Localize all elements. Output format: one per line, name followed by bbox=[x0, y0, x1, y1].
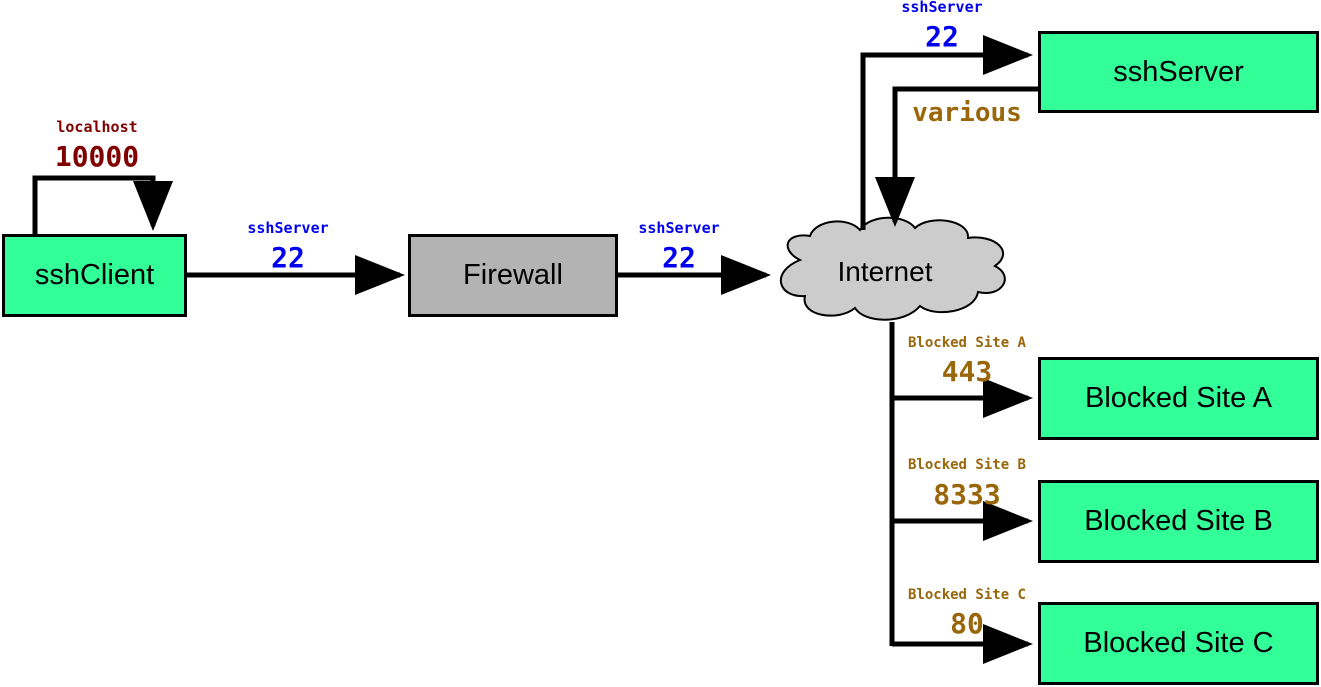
firewall-label: Firewall bbox=[463, 259, 563, 291]
ssh-server-label: sshServer bbox=[1113, 55, 1244, 88]
firewall-to-internet-host-label: sshServer bbox=[638, 219, 720, 237]
to-site-c-host-label: Blocked Site C bbox=[907, 587, 1026, 603]
blocked-site-c-label: Blocked Site C bbox=[1083, 627, 1274, 659]
firewall-node: Firewall bbox=[408, 234, 618, 317]
loopback-port-label: 10000 bbox=[54, 140, 140, 173]
internet-label: Internet bbox=[837, 256, 933, 287]
server-to-internet-port-label: various bbox=[912, 98, 1022, 128]
blocked-site-c-node: Blocked Site C bbox=[1038, 602, 1319, 685]
internet-to-server-connector bbox=[860, 35, 1033, 230]
internet-to-server-port-label: 22 bbox=[925, 20, 959, 53]
to-site-c-port-label: 80 bbox=[950, 607, 984, 640]
ssh-client-label: sshClient bbox=[34, 259, 155, 291]
client-to-firewall-host-label: sshServer bbox=[247, 219, 329, 237]
server-to-internet-connector bbox=[875, 86, 1038, 227]
internet-cloud bbox=[780, 216, 1006, 321]
ssh-client-node: sshClient bbox=[2, 234, 187, 317]
loopback-host-label: localhost bbox=[56, 118, 138, 136]
firewall-to-internet-port-label: 22 bbox=[662, 241, 696, 274]
internet-to-server-host-label: sshServer bbox=[901, 0, 983, 16]
to-site-a-host-label: Blocked Site A bbox=[907, 335, 1026, 351]
to-site-b-port-label: 8333 bbox=[933, 478, 1001, 511]
blocked-site-a-node: Blocked Site A bbox=[1038, 357, 1319, 440]
client-to-firewall-port-label: 22 bbox=[271, 241, 305, 274]
blocked-site-b-node: Blocked Site B bbox=[1038, 480, 1319, 563]
loopback-connector bbox=[32, 175, 173, 234]
blocked-site-b-label: Blocked Site B bbox=[1084, 505, 1273, 537]
ssh-server-node: sshServer bbox=[1038, 31, 1319, 113]
to-site-a-port-label: 443 bbox=[941, 355, 993, 388]
blocked-site-a-label: Blocked Site A bbox=[1085, 382, 1272, 414]
to-site-b-host-label: Blocked Site B bbox=[907, 457, 1026, 473]
